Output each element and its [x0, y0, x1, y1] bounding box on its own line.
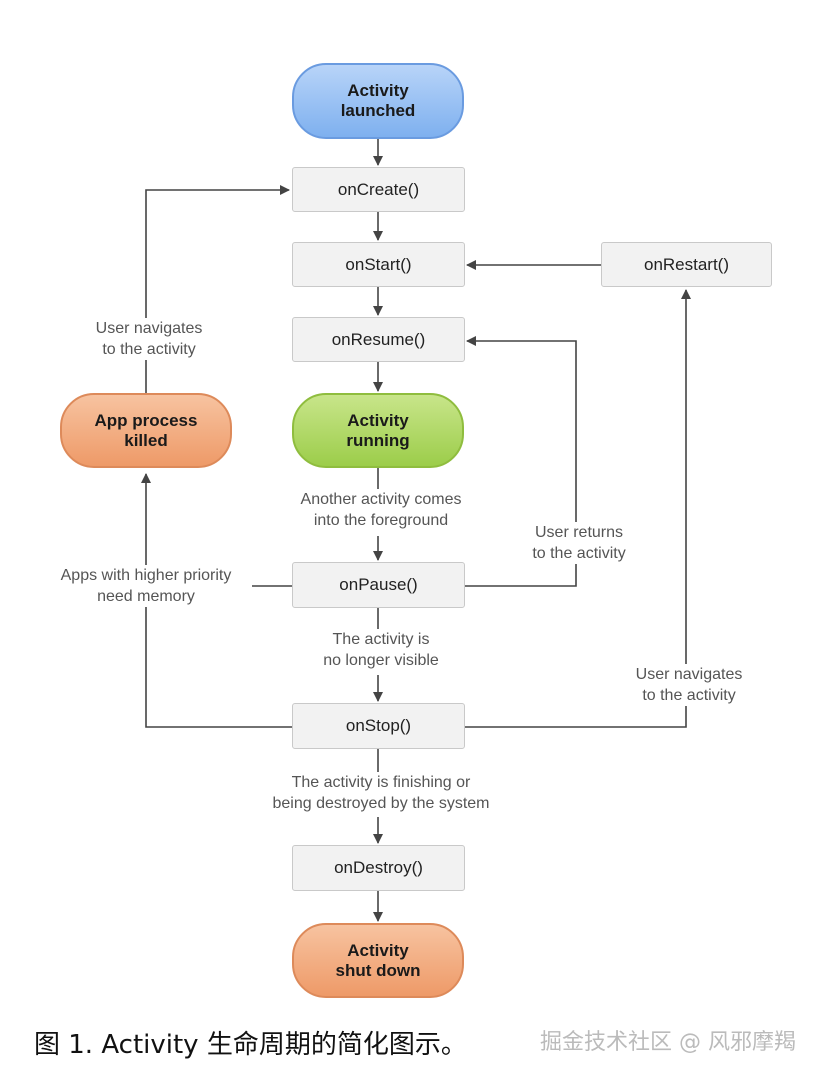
note-higher-priority: Apps with higher priority need memory	[40, 565, 252, 607]
on-start-box: onStart()	[292, 242, 465, 287]
note-finishing: The activity is finishing or being destr…	[250, 772, 512, 814]
note-no-longer-visible: The activity is no longer visible	[300, 629, 462, 671]
on-create-box: onCreate()	[292, 167, 465, 212]
on-restart-box: onRestart()	[601, 242, 772, 287]
note-user-navigates-left: User navigates to the activity	[70, 318, 228, 360]
watermark: 掘金技术社区 @ 风邪摩羯	[540, 1030, 796, 1055]
activity-launched-state: Activity launched	[292, 63, 464, 139]
activity-running-state: Activity running	[292, 393, 464, 468]
figure-caption: 图 1. Activity 生命周期的简化图示。	[34, 1030, 467, 1060]
on-pause-box: onPause()	[292, 562, 465, 608]
arrow-killed-to-create	[145, 185, 290, 393]
on-stop-box: onStop()	[292, 703, 465, 749]
note-user-returns: User returns to the activity	[516, 522, 642, 564]
arrow-pause-to-resume	[465, 336, 577, 587]
on-resume-box: onResume()	[292, 317, 465, 362]
arrow-stop-to-restart	[465, 289, 691, 728]
activity-shut-down-state: Activity shut down	[292, 923, 464, 998]
on-destroy-box: onDestroy()	[292, 845, 465, 891]
note-user-navigates-right: User navigates to the activity	[612, 664, 766, 706]
note-another-activity: Another activity comes into the foregrou…	[278, 489, 484, 531]
arrow-stop-to-killed	[141, 473, 293, 728]
app-process-killed-state: App process killed	[60, 393, 232, 468]
